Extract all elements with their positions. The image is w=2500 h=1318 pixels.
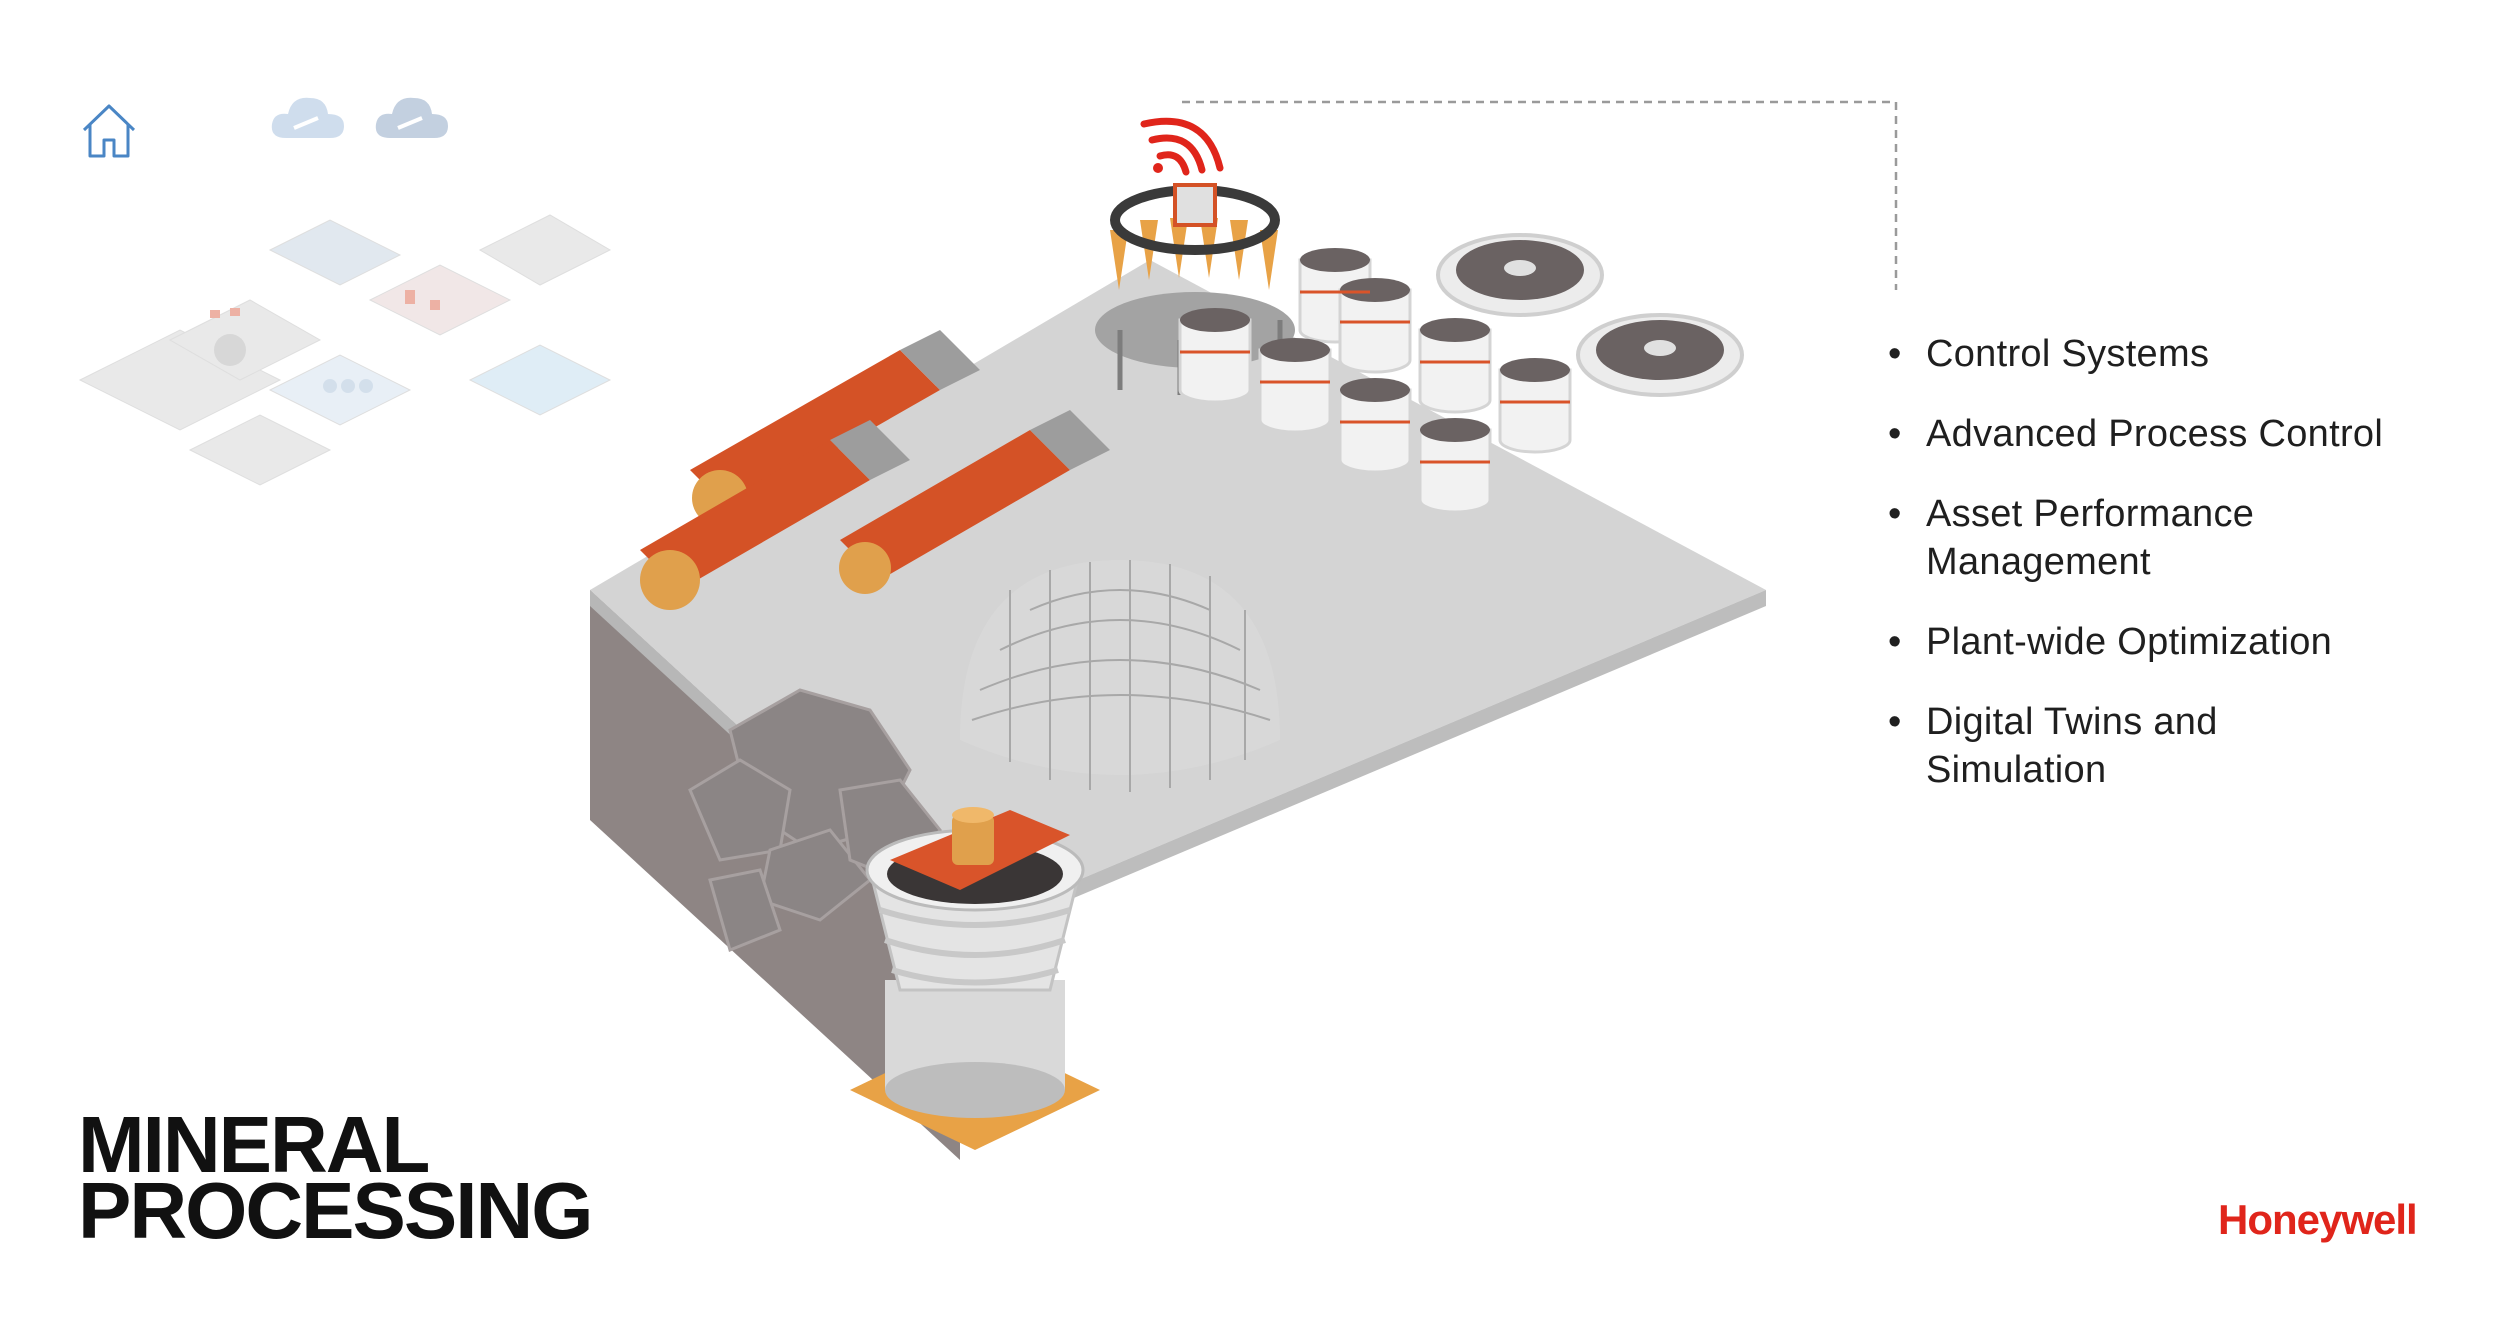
plant-overview-minimap[interactable] bbox=[70, 190, 640, 500]
thickener-tank[interactable] bbox=[1576, 313, 1744, 397]
home-button[interactable] bbox=[78, 100, 140, 162]
cloud-icon[interactable] bbox=[372, 88, 452, 148]
connector-line bbox=[1182, 100, 1898, 290]
feature-item[interactable]: Plant-wide Optimization bbox=[1880, 618, 2480, 666]
grinding-mill[interactable] bbox=[839, 410, 1110, 594]
cloud-icon[interactable] bbox=[268, 88, 348, 148]
feature-item[interactable]: Asset Performance Management bbox=[1880, 490, 2346, 586]
feature-list: Control Systems Advanced Process Control… bbox=[1880, 330, 2480, 826]
honeywell-logo: Honeywell bbox=[2218, 1196, 2418, 1243]
wireless-signal-icon bbox=[1140, 117, 1224, 176]
feature-item[interactable]: Control Systems bbox=[1880, 330, 2480, 378]
thickener-tank[interactable] bbox=[1436, 233, 1604, 317]
flotation-tanks[interactable] bbox=[1178, 248, 1572, 514]
title-line-2: PROCESSING bbox=[78, 1166, 593, 1255]
feature-item[interactable]: Digital Twins and Simulation bbox=[1880, 698, 2286, 794]
title-line-1: MINERAL bbox=[78, 1100, 430, 1189]
mineral-processing-plant[interactable] bbox=[580, 90, 1800, 1190]
stockpile-dome[interactable] bbox=[960, 560, 1280, 792]
home-icon bbox=[82, 104, 136, 158]
primary-crusher[interactable] bbox=[850, 807, 1100, 1150]
page-title: MINERAL PROCESSING bbox=[78, 1100, 593, 1255]
grinding-mill[interactable] bbox=[640, 420, 910, 610]
feature-item[interactable]: Advanced Process Control bbox=[1880, 410, 2480, 458]
plant-side-wall bbox=[960, 590, 1766, 1160]
